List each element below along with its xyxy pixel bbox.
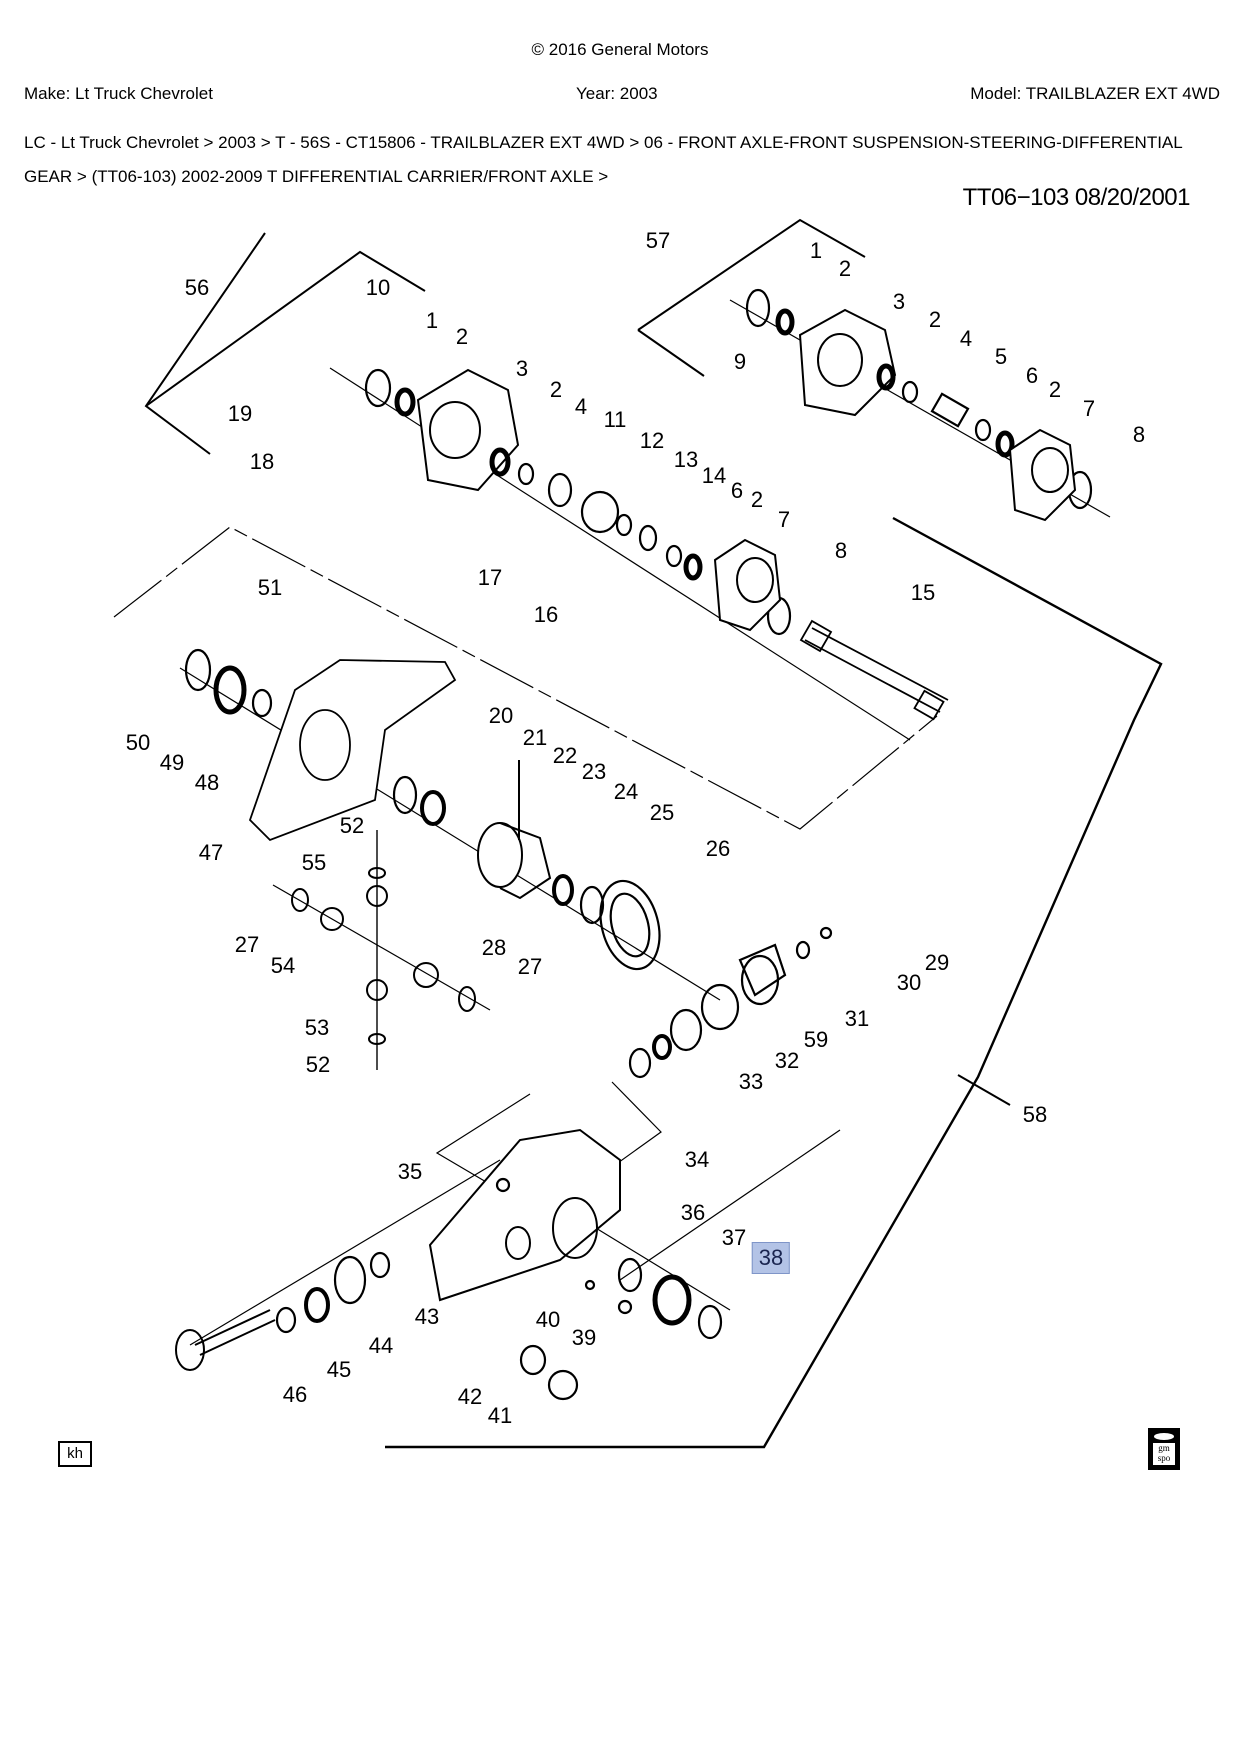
illustrator-stamp: kh <box>58 1441 92 1467</box>
callout-14[interactable]: 14 <box>701 463 727 488</box>
breadcrumb-category[interactable]: 06 - FRONT AXLE-FRONT SUSPENSION-STEERIN… <box>24 133 1183 186</box>
callout-7[interactable]: 7 <box>1082 396 1096 421</box>
callout-55[interactable]: 55 <box>301 850 327 875</box>
callout-1[interactable]: 1 <box>809 238 823 263</box>
year-label: Year: 2003 <box>576 84 658 103</box>
callout-44[interactable]: 44 <box>368 1333 394 1358</box>
callout-24[interactable]: 24 <box>613 779 639 804</box>
callout-12[interactable]: 12 <box>639 428 665 453</box>
breadcrumb-separator: > <box>255 133 276 152</box>
callout-43[interactable]: 43 <box>414 1304 440 1329</box>
callout-48[interactable]: 48 <box>194 770 220 795</box>
callout-30[interactable]: 30 <box>896 970 922 995</box>
callout-2[interactable]: 2 <box>549 377 563 402</box>
breadcrumb-separator: > <box>72 167 92 186</box>
callout-7[interactable]: 7 <box>777 507 791 532</box>
callout-49[interactable]: 49 <box>159 750 185 775</box>
callout-28[interactable]: 28 <box>481 935 507 960</box>
breadcrumb-model[interactable]: T - 56S - CT15806 - TRAILBLAZER EXT 4WD <box>275 133 625 152</box>
callout-3[interactable]: 3 <box>892 289 906 314</box>
callout-54[interactable]: 54 <box>270 953 296 978</box>
callout-27[interactable]: 27 <box>234 932 260 957</box>
callout-57[interactable]: 57 <box>645 228 671 253</box>
model-label: Model: TRAILBLAZER EXT 4WD <box>970 84 1220 103</box>
callout-50[interactable]: 50 <box>125 730 151 755</box>
callout-25[interactable]: 25 <box>649 800 675 825</box>
callout-18[interactable]: 18 <box>249 449 275 474</box>
callout-53[interactable]: 53 <box>304 1015 330 1040</box>
callout-40[interactable]: 40 <box>535 1307 561 1332</box>
callout-27[interactable]: 27 <box>517 954 543 979</box>
callout-16[interactable]: 16 <box>533 602 559 627</box>
callout-36[interactable]: 36 <box>680 1200 706 1225</box>
logo-text-spo: spo <box>1157 1453 1171 1463</box>
callout-51[interactable]: 51 <box>257 575 283 600</box>
callout-39[interactable]: 39 <box>571 1325 597 1350</box>
callout-56[interactable]: 56 <box>184 275 210 300</box>
logo-text-gm: gm <box>1158 1443 1170 1453</box>
callout-26[interactable]: 26 <box>705 836 731 861</box>
callout-4[interactable]: 4 <box>959 326 973 351</box>
breadcrumb-year[interactable]: 2003 <box>218 133 256 152</box>
breadcrumb: LC - Lt Truck Chevrolet > 2003 > T - 56S… <box>24 126 1214 194</box>
callout-47[interactable]: 47 <box>198 840 224 865</box>
copyright-notice: © 2016 General Motors <box>531 40 709 59</box>
callout-52[interactable]: 52 <box>339 813 365 838</box>
callout-2[interactable]: 2 <box>838 256 852 281</box>
callout-21[interactable]: 21 <box>522 725 548 750</box>
callout-13[interactable]: 13 <box>673 447 699 472</box>
vehicle-info-row: Make: Lt Truck Chevrolet Year: 2003 Mode… <box>24 84 1220 106</box>
logo-oval <box>1154 1433 1174 1440</box>
callout-10[interactable]: 10 <box>365 275 391 300</box>
callout-29[interactable]: 29 <box>924 950 950 975</box>
logo-text: gm spo <box>1153 1443 1175 1465</box>
diagram-id-date: TT06−103 08/20/2001 <box>962 184 1191 211</box>
callout-45[interactable]: 45 <box>326 1357 352 1382</box>
callout-4[interactable]: 4 <box>574 394 588 419</box>
callout-8[interactable]: 8 <box>834 538 848 563</box>
breadcrumb-illustration[interactable]: (TT06-103) 2002-2009 T DIFFERENTIAL CARR… <box>91 167 594 186</box>
breadcrumb-make[interactable]: LC - Lt Truck Chevrolet <box>24 133 199 152</box>
callout-1[interactable]: 1 <box>425 308 439 333</box>
callout-5[interactable]: 5 <box>994 344 1008 369</box>
callout-41[interactable]: 41 <box>487 1403 513 1428</box>
callout-6[interactable]: 6 <box>1025 363 1039 388</box>
callout-17[interactable]: 17 <box>477 565 503 590</box>
breadcrumb-separator: > <box>593 167 609 186</box>
callout-58[interactable]: 58 <box>1022 1102 1048 1127</box>
callout-34[interactable]: 34 <box>684 1147 710 1172</box>
callout-42[interactable]: 42 <box>457 1384 483 1409</box>
callout-19[interactable]: 19 <box>227 401 253 426</box>
make-label: Make: Lt Truck Chevrolet <box>24 84 213 103</box>
callout-22[interactable]: 22 <box>552 743 578 768</box>
callout-15[interactable]: 15 <box>910 580 936 605</box>
callout-23[interactable]: 23 <box>581 759 607 784</box>
gm-spo-logo-icon: gm spo <box>1148 1428 1180 1470</box>
callout-31[interactable]: 31 <box>844 1006 870 1031</box>
callout-6[interactable]: 6 <box>730 478 744 503</box>
callout-8[interactable]: 8 <box>1132 422 1146 447</box>
callout-59[interactable]: 59 <box>803 1027 829 1052</box>
callout-38[interactable]: 38 <box>751 1242 791 1274</box>
callout-20[interactable]: 20 <box>488 703 514 728</box>
callout-9[interactable]: 9 <box>733 349 747 374</box>
callout-33[interactable]: 33 <box>738 1069 764 1094</box>
callout-52[interactable]: 52 <box>305 1052 331 1077</box>
breadcrumb-separator: > <box>624 133 644 152</box>
callout-2[interactable]: 2 <box>1048 377 1062 402</box>
callout-11[interactable]: 11 <box>603 407 627 432</box>
callout-2[interactable]: 2 <box>750 487 764 512</box>
callout-37[interactable]: 37 <box>721 1225 747 1250</box>
callout-46[interactable]: 46 <box>282 1382 308 1407</box>
callout-2[interactable]: 2 <box>455 324 469 349</box>
callout-32[interactable]: 32 <box>774 1048 800 1073</box>
callout-35[interactable]: 35 <box>397 1159 423 1184</box>
callout-2[interactable]: 2 <box>928 307 942 332</box>
callout-3[interactable]: 3 <box>515 356 529 381</box>
breadcrumb-separator: > <box>198 133 219 152</box>
